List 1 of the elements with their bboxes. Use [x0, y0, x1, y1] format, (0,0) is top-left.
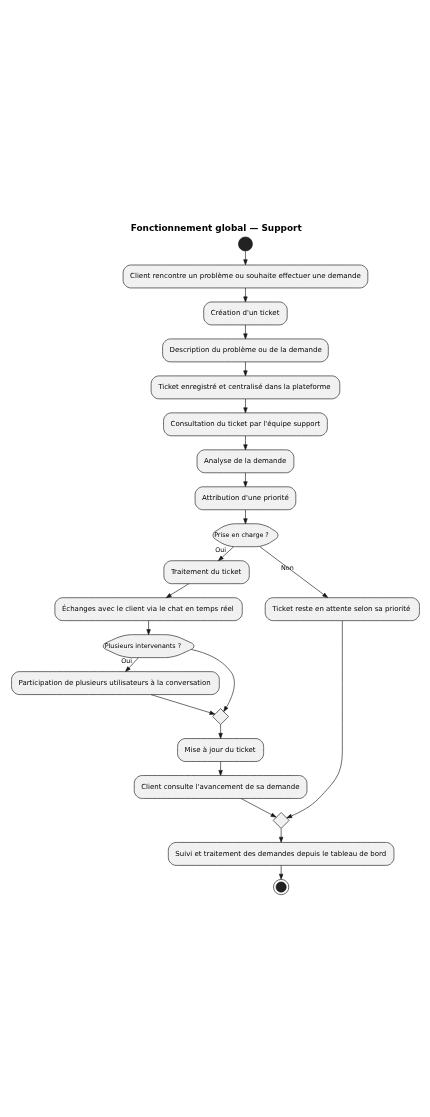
- diagram-title: Fonctionnement global — Support: [130, 223, 302, 234]
